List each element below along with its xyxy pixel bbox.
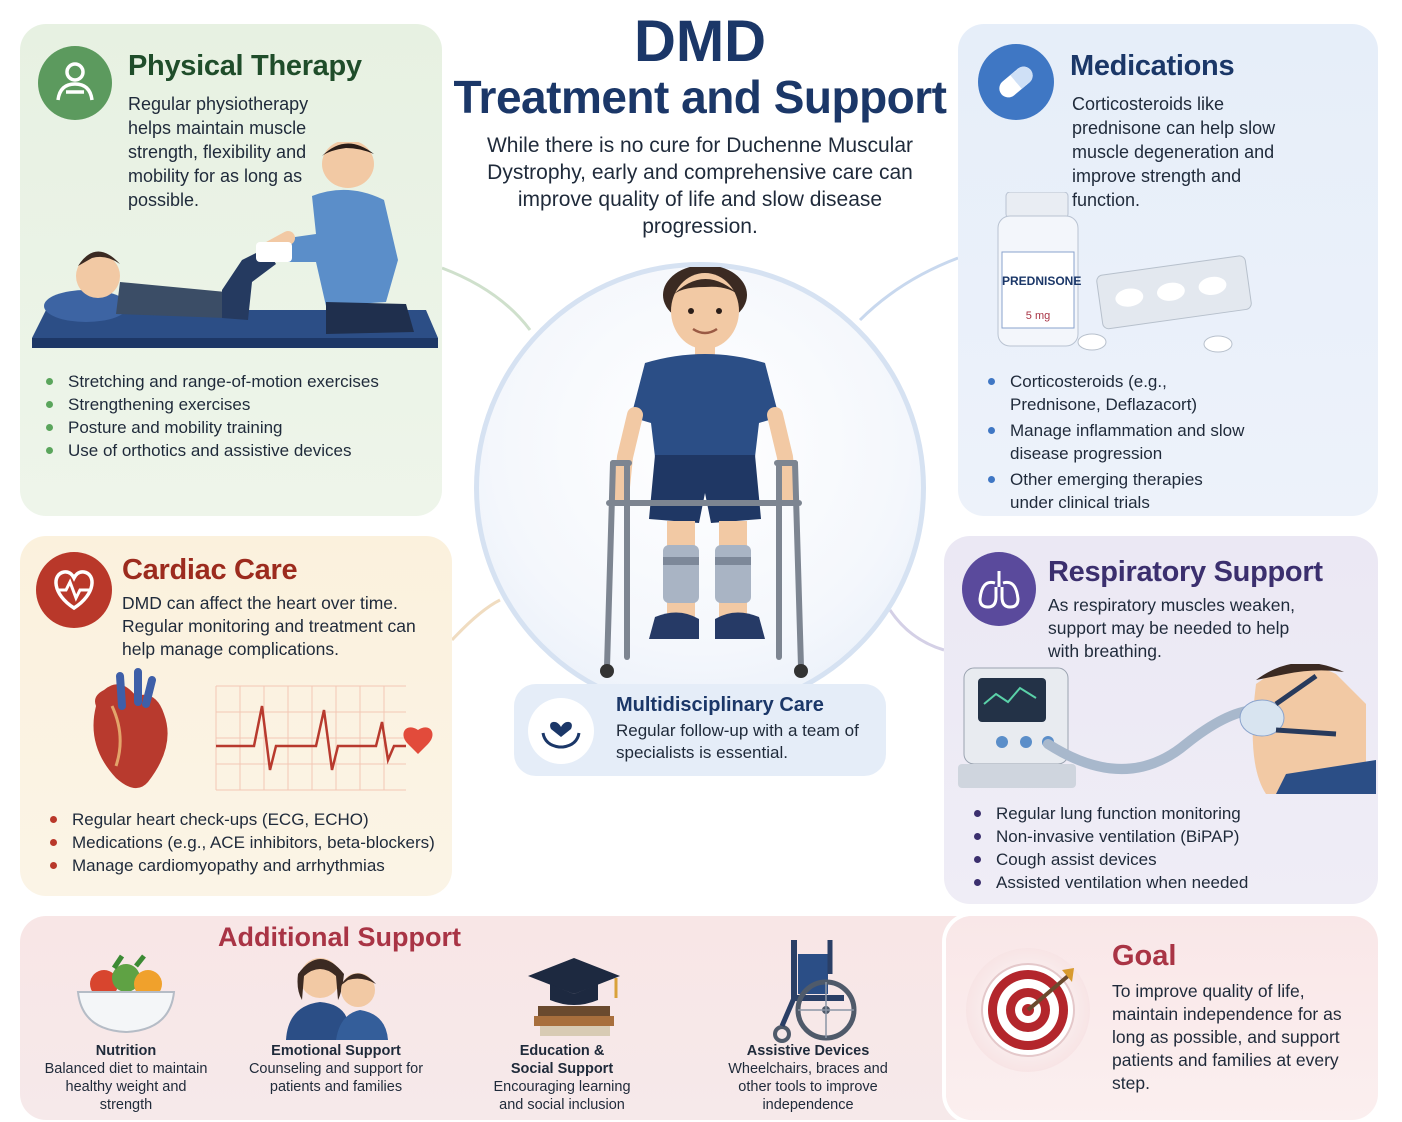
list-item: Strengthening exercises xyxy=(42,393,379,416)
list-item: Assisted ventilation when needed xyxy=(970,871,1248,894)
bottle-dose: 5 mg xyxy=(1025,310,1051,322)
mother-child-icon xyxy=(286,958,388,1040)
additional-support-card: Additional Support Nutrition Balanced di… xyxy=(20,916,1020,1120)
medications-description: Corticosteroids like prednisone can help… xyxy=(1072,94,1276,210)
helping-hands-heart-icon xyxy=(528,698,594,764)
emotional-support-text: Counseling and support for patients and … xyxy=(248,1061,424,1095)
list-item: Use of orthotics and assistive devices xyxy=(42,439,379,462)
therapist-icon xyxy=(38,46,112,120)
wheelchair-icon xyxy=(773,940,857,1043)
list-item: Non-invasive ventilation (BiPAP) xyxy=(970,825,1248,848)
lungs-icon xyxy=(962,552,1036,626)
emotional-support-item: Emotional Support Counseling and support… xyxy=(248,1042,424,1096)
list-item: Corticosteroids (e.g., Prednisone, Defla… xyxy=(984,370,1244,416)
multidisciplinary-title: Multidisciplinary Care xyxy=(616,694,824,716)
goal-title: Goal xyxy=(1112,940,1177,972)
medications-bullets: Corticosteroids (e.g., Prednisone, Defla… xyxy=(984,370,1364,517)
cardiac-care-bullets: Regular heart check-ups (ECG, ECHO) Medi… xyxy=(46,808,435,877)
capsule-icon xyxy=(978,44,1054,120)
physical-therapy-title: Physical Therapy xyxy=(128,50,362,82)
assistive-devices-item: Assistive Devices Wheelchairs, braces an… xyxy=(720,1042,896,1114)
list-item: Medications (e.g., ACE inhibitors, beta-… xyxy=(46,831,435,854)
education-text: Encouraging learning and social inclusio… xyxy=(493,1079,631,1113)
list-item: Regular heart check-ups (ECG, ECHO) xyxy=(46,808,435,831)
cardiac-care-card: Cardiac Care DMD can affect the heart ov… xyxy=(20,536,452,896)
nutrition-text: Balanced diet to maintain healthy weight… xyxy=(44,1061,208,1113)
emotional-support-title: Emotional Support xyxy=(271,1043,401,1059)
education-item: Education & Social Support Encouraging l… xyxy=(482,1042,642,1114)
target-icon xyxy=(966,948,1090,1072)
assistive-devices-title: Assistive Devices xyxy=(746,1043,870,1059)
page-title: DMD xyxy=(633,9,767,74)
cardiac-care-description: DMD can affect the heart over time. Regu… xyxy=(122,593,416,659)
page-subtitle: Treatment and Support xyxy=(453,71,947,123)
respiratory-support-title: Respiratory Support xyxy=(1048,556,1323,588)
education-title: Education & Social Support xyxy=(510,1043,614,1077)
physical-therapy-card: Physical Therapy Regular physiotherapy h… xyxy=(20,24,442,516)
respiratory-support-card: Respiratory Support As respiratory muscl… xyxy=(944,536,1378,904)
goal-description: To improve quality of life, maintain ind… xyxy=(1112,981,1342,1093)
list-item: Regular lung function monitoring xyxy=(970,802,1248,825)
cardiac-care-title: Cardiac Care xyxy=(122,554,298,586)
goal-card: Goal To improve quality of life, maintai… xyxy=(946,916,1378,1120)
nutrition-bowl-icon xyxy=(76,954,176,1034)
bottle-label: PREDNISONE xyxy=(1002,274,1082,288)
respiratory-support-description: As respiratory muscles weaken, support m… xyxy=(1048,595,1296,661)
respiratory-support-bullets: Regular lung function monitoring Non-inv… xyxy=(970,802,1248,894)
list-item: Cough assist devices xyxy=(970,848,1248,871)
list-item: Manage cardiomyopathy and arrhythmias xyxy=(46,854,435,877)
assistive-devices-text: Wheelchairs, braces and other tools to i… xyxy=(728,1061,888,1113)
list-item: Posture and mobility training xyxy=(42,416,379,439)
multidisciplinary-card: Multidisciplinary Care Regular follow-up… xyxy=(514,684,886,776)
intro-text: While there is no cure for Duchenne Musc… xyxy=(486,134,914,238)
center-illustration-circle xyxy=(474,262,926,714)
list-item: Stretching and range-of-motion exercises xyxy=(42,370,379,393)
list-item: Manage inflammation and slow disease pro… xyxy=(984,419,1254,465)
graduation-books-icon xyxy=(528,958,620,1036)
physical-therapy-description: Regular physiotherapy helps maintain mus… xyxy=(128,94,309,210)
list-item: Other emerging therapies under clinical … xyxy=(984,468,1224,514)
medications-title: Medications xyxy=(1070,50,1235,82)
nutrition-item: Nutrition Balanced diet to maintain heal… xyxy=(44,1042,208,1114)
heart-pulse-icon xyxy=(36,552,112,628)
multidisciplinary-description: Regular follow-up with a team of special… xyxy=(616,721,859,762)
physical-therapy-bullets: Stretching and range-of-motion exercises… xyxy=(42,370,379,462)
additional-support-title: Additional Support xyxy=(218,922,461,952)
physical-therapy-illustration xyxy=(32,142,438,348)
nutrition-title: Nutrition xyxy=(95,1043,157,1059)
medications-card: Medications Corticosteroids like prednis… xyxy=(958,24,1378,516)
boy-with-walker-illustration xyxy=(600,265,808,678)
heart-ecg-illustration xyxy=(93,668,433,791)
prednisone-illustration xyxy=(997,192,1252,353)
ventilator-illustration xyxy=(958,664,1376,794)
